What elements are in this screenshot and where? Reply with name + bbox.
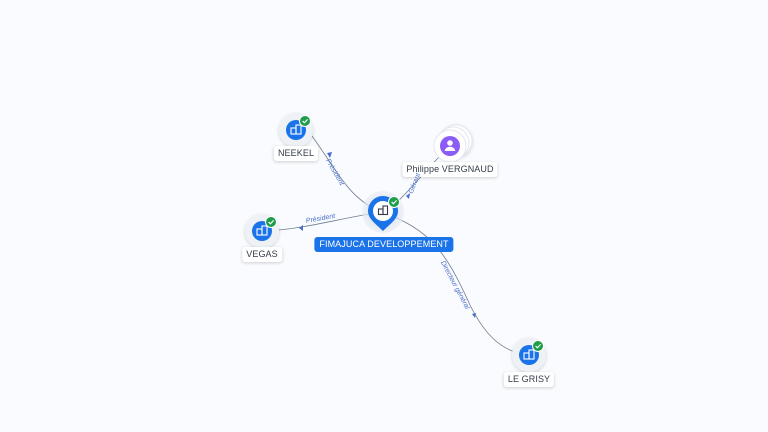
arrow-vergnaud — [406, 193, 410, 199]
verified-badge-icon — [532, 340, 544, 352]
verified-badge-icon — [265, 216, 277, 228]
node-label-vegas[interactable]: VEGAS — [242, 247, 282, 262]
arrow-legrisy — [472, 313, 476, 318]
node-neekel[interactable] — [279, 113, 313, 147]
company-icon — [523, 349, 535, 360]
verified-badge-icon — [388, 196, 400, 208]
center-node[interactable] — [362, 191, 404, 233]
company-icon — [290, 124, 302, 135]
node-legrisy[interactable] — [512, 338, 546, 372]
person-icon — [444, 140, 456, 151]
arrow-neekel — [327, 152, 332, 158]
verified-badge-icon — [299, 115, 311, 127]
center-node-label[interactable]: FIMAJUCA DEVELOPPEMENT — [314, 237, 454, 252]
node-vergnaud[interactable] — [433, 124, 473, 163]
company-icon — [256, 225, 268, 236]
edge-legrisy[interactable] — [381, 211, 529, 357]
node-label-legrisy[interactable]: LE GRISY — [503, 372, 555, 387]
arrow-vegas — [299, 225, 303, 231]
node-label-neekel[interactable]: NEEKEL — [273, 146, 319, 161]
node-label-vergnaud[interactable]: Philippe VERGNAUD — [402, 162, 498, 177]
company-icon — [377, 205, 389, 216]
node-vegas[interactable] — [245, 214, 279, 248]
